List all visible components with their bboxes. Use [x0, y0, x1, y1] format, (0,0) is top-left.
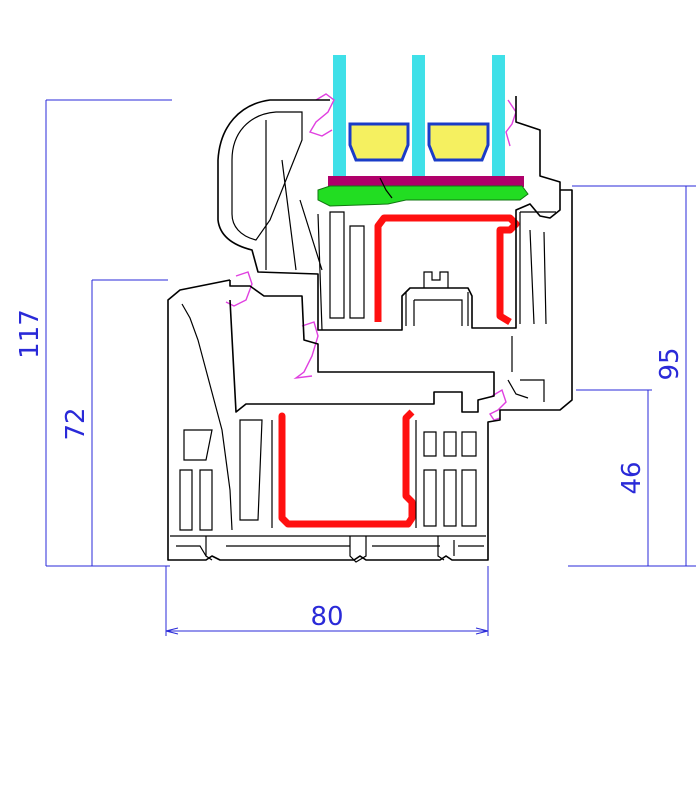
dimension-lines: [45, 99, 696, 636]
setting-block: [328, 176, 524, 187]
dimension-label-80: 80: [310, 602, 343, 632]
spacers: [348, 122, 490, 162]
gaskets: [225, 93, 517, 421]
dimension-label-46: 46: [617, 461, 647, 494]
frame-profile: [167, 189, 573, 563]
spacer-left: [348, 122, 410, 162]
gasket-sash-bottom: [293, 321, 319, 380]
sash-web-3: [405, 292, 469, 326]
glass-pane-outer: [333, 55, 346, 181]
dimension-label-95: 95: [655, 347, 685, 380]
glazing-bead-seal: [317, 185, 529, 207]
gasket-top-left: [308, 93, 335, 137]
sash-web-2: [329, 211, 365, 319]
frame-top-edge: [229, 280, 495, 413]
frame-right-chamber: [507, 336, 545, 402]
sash-web-4: [519, 211, 556, 325]
frame-outline: [167, 189, 573, 561]
dimension-label-117: 117: [15, 309, 45, 359]
sash-notch: [423, 271, 449, 288]
gasket-frame-inner: [488, 388, 507, 421]
frame-bottom-rail: [170, 535, 486, 557]
glass-pane-inner: [492, 55, 505, 181]
gasket-hook: [379, 177, 393, 199]
sash-web-1: [265, 120, 323, 331]
frame-chamber-webs: [179, 303, 477, 531]
steel-sash: [374, 214, 520, 326]
sash-inner-chamber: [231, 111, 303, 241]
triple-glazing: [333, 55, 505, 181]
glass-pane-middle: [412, 55, 425, 181]
dimension-label-72: 72: [61, 407, 91, 440]
sash-outline: [217, 96, 561, 331]
gasket-middle-left: [225, 271, 253, 307]
frame-hooks: [205, 536, 455, 563]
steel-reinforcements: [278, 214, 520, 528]
steel-frame: [278, 409, 416, 528]
spacer-right: [427, 122, 490, 162]
sash-profile: [217, 96, 561, 331]
gasket-top-right: [505, 99, 517, 147]
